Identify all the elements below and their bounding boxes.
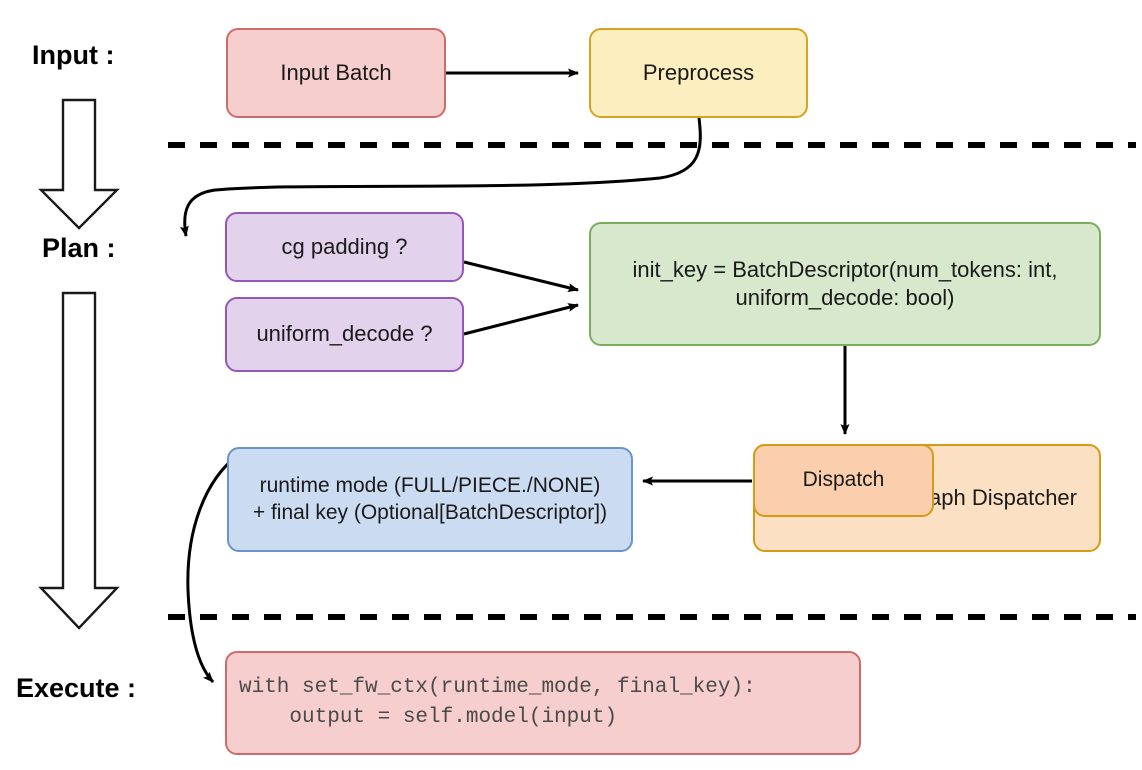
stage-label-input: Input : xyxy=(32,40,115,70)
stage-label-plan: Plan : xyxy=(42,233,116,263)
cg-padding-to-init-key xyxy=(463,260,579,292)
node-execute-code[interactable]: with set_fw_ctx(runtime_mode, final_key)… xyxy=(225,651,861,755)
node-dispatch[interactable]: Dispatch xyxy=(753,444,934,517)
input-to-plan-arrow xyxy=(38,98,120,230)
node-init-key[interactable]: init_key = BatchDescriptor(num_tokens: i… xyxy=(589,222,1101,346)
node-runtime-mode[interactable]: runtime mode (FULL/PIECE./NONE)+ final k… xyxy=(227,447,633,552)
stage-label-execute: Execute : xyxy=(16,673,137,703)
uniform-decode-to-init-key xyxy=(463,303,579,336)
plan-to-execute-arrow xyxy=(38,291,120,630)
node-uniform-decode[interactable]: uniform_decode ? xyxy=(225,297,464,372)
node-preprocess[interactable]: Preprocess xyxy=(589,28,808,118)
node-cg-padding[interactable]: cg padding ? xyxy=(225,212,464,282)
node-input-batch[interactable]: Input Batch xyxy=(226,28,446,118)
